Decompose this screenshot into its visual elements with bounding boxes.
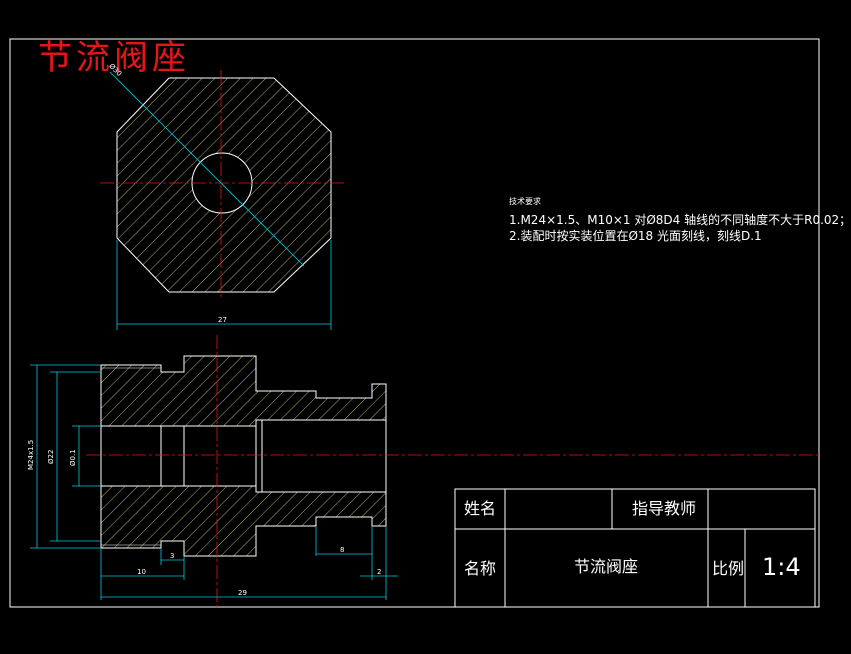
front-section-upper [100,355,387,427]
notes-line-1: 1.M24×1.5、M10×1 对Ø8D4 轴线的不同轴度不大于R0.02； [509,213,851,227]
dim-8-label: 8 [340,546,345,554]
top-view [100,70,345,330]
front-bore [100,425,257,487]
dim-22-label: Ø22 [47,449,55,464]
notes-line-2: 2.装配时按实装位置在Ø18 光面刻线，刻线D.1 [509,229,762,243]
title-block-name-label: 姓名 [464,499,497,518]
technical-notes: 技术要求 1.M24×1.5、M10×1 对Ø8D4 轴线的不同轴度不大于R0.… [509,196,851,244]
drawing-frame [9,38,820,608]
dim-inner-label: Ø0.1 [69,449,77,466]
dim-3-label: 3 [170,552,175,560]
dim-thread-label: M24x1.5 [27,439,35,470]
title-block [454,488,816,608]
top-diameter-leader [109,71,305,267]
dim-top-width-label: 27 [218,316,227,324]
title-block-part-name: 节流阀座 [574,557,639,576]
dim-10-label: 10 [137,568,146,576]
cad-drawing [9,38,820,608]
notes-title: 技术要求 [509,197,541,206]
title-block-scale-label: 比例 [712,559,745,578]
title-block-scale-value: 1:4 [762,553,801,581]
title-block-part-label: 名称 [464,559,497,578]
top-view-section [116,77,332,293]
dim-29-label: 29 [238,589,247,597]
front-view [30,335,819,607]
title-block-advisor-label: 指导教师 [632,499,697,518]
drawing-title: 节流阀座 [38,38,190,78]
dim-2-label: 2 [377,568,382,576]
